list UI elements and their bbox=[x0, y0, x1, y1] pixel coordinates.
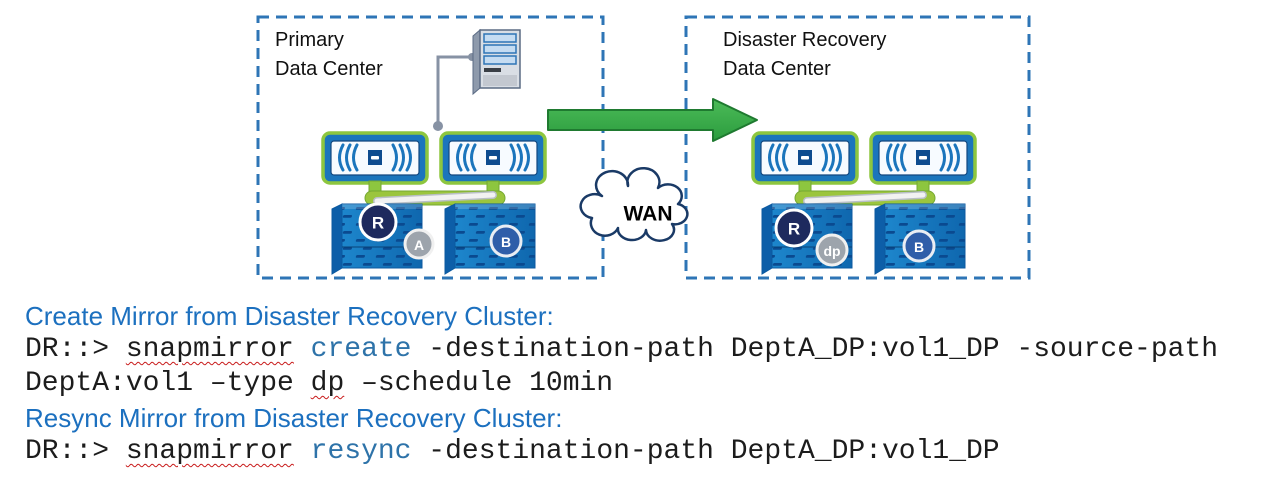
badge-root-volume: R bbox=[372, 214, 384, 233]
server-tower-icon bbox=[472, 28, 521, 96]
primary-datacenter-box bbox=[256, 15, 605, 280]
wan-cloud-icon: WAN bbox=[579, 167, 689, 242]
command-examples: Create Mirror from Disaster Recovery Clu… bbox=[25, 299, 1265, 469]
create-mirror-heading: Create Mirror from Disaster Recovery Clu… bbox=[25, 301, 554, 331]
badge-volume-b: B bbox=[914, 239, 924, 255]
dr-volume-badges: R dp B bbox=[774, 208, 936, 267]
primary-volume-badges: R A B bbox=[358, 202, 523, 260]
primary-datacenter-label: Primary Data Center bbox=[275, 29, 383, 80]
badge-volume-dp: dp bbox=[823, 243, 840, 259]
server-connector-line bbox=[433, 53, 476, 131]
topology-diagram: R A B R dp B WAN Primary Data Center Dis… bbox=[256, 15, 1031, 280]
wan-label: WAN bbox=[624, 203, 673, 226]
replication-arrow-icon bbox=[547, 98, 758, 142]
badge-root-volume: R bbox=[788, 220, 800, 239]
dr-cluster bbox=[753, 133, 975, 274]
create-command-line1: DR::> snapmirror create -destination-pat… bbox=[25, 334, 1219, 365]
badge-volume-b: B bbox=[501, 234, 511, 250]
badge-volume-a: A bbox=[414, 237, 424, 253]
create-command-line2: DeptA:vol1 –type dp –schedule 10min bbox=[25, 368, 614, 399]
resync-command-line: DR::> snapmirror resync -destination-pat… bbox=[25, 436, 1000, 467]
resync-mirror-heading: Resync Mirror from Disaster Recovery Clu… bbox=[25, 403, 563, 433]
diagram-canvas: R A B R dp B WAN bbox=[256, 15, 1031, 280]
dr-datacenter-box bbox=[684, 15, 1031, 280]
dr-datacenter-label: Disaster Recovery Data Center bbox=[723, 29, 887, 80]
